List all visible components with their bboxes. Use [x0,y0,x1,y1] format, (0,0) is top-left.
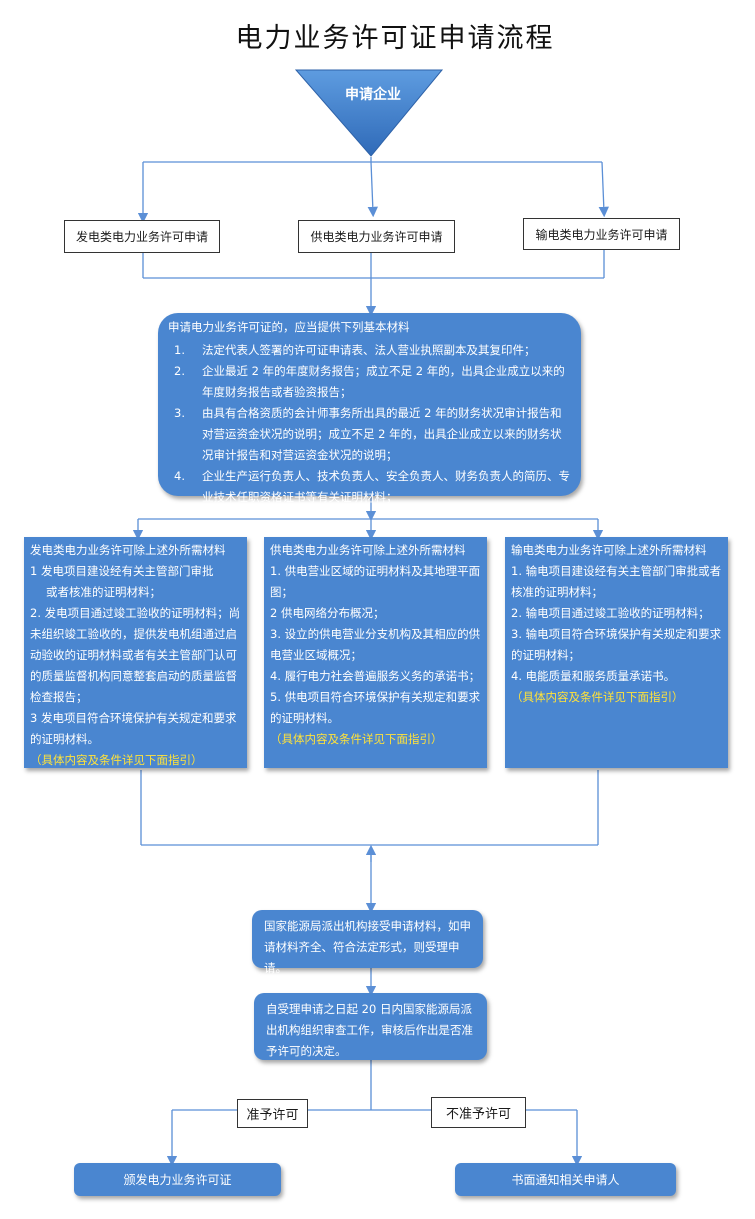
gen-extra-heading: 发电类电力业务许可除上述外所需材料 [30,543,226,557]
start-node-label: 申请企业 [345,87,401,103]
trans-extra-line: 4. 电能质量和服务质量承诺书。 [511,669,676,683]
accept-application-box: 国家能源局派出机构接受申请材料，如申请材料齐全、符合法定形式，则受理申请。 [252,910,483,975]
gen-category-box: 发电类电力业务许可申请 [64,220,220,253]
trans-category-box: 输电类电力业务许可申请 [523,218,680,250]
notify-applicant-box: 书面通知相关申请人 [455,1163,676,1196]
gen-extra-line: 3 发电项目符合环境保护有关规定和要求的证明材料。 [30,711,237,746]
basic-item: 3. 由具有合格资质的会计师事务所出具的最近 2 年的财务状况审计报告和对营运资… [168,403,571,466]
supply-extra-line: 3. 设立的供电营业分支机构及其相应的供电营业区域概况； [270,627,481,662]
basic-materials-heading: 申请电力业务许可证的，应当提供下列基本材料 [168,320,410,334]
supply-extra-line: 4. 履行电力社会普遍服务义务的承诺书； [270,669,481,683]
trans-extra-note: （具体内容及条件详见下面指引） [511,690,684,704]
basic-item-text: 由具有合格资质的会计师事务所出具的最近 2 年的财务状况审计报告和对营运资金状况… [202,406,562,462]
gen-extra-note: （具体内容及条件详见下面指引） [30,753,203,767]
gen-extra-line: 或者核准的证明材料； [46,585,161,599]
supply-extra-heading: 供电类电力业务许可除上述外所需材料 [270,543,466,557]
issue-license-box: 颁发电力业务许可证 [74,1163,281,1196]
basic-item-text: 企业最近 2 年的年度财务报告；成立不足 2 年的，出具企业成立以来的年度财务报… [202,364,565,399]
basic-materials-box: 申请电力业务许可证的，应当提供下列基本材料 1. 法定代表人签署的许可证申请表、… [158,313,581,504]
supply-extra-line: 1. 供电营业区域的证明材料及其地理平面图； [270,564,481,599]
reject-label: 不准予许可 [431,1097,526,1128]
gen-extra-materials-box: 发电类电力业务许可除上述外所需材料 1 发电项目建设经有关主管部门审批 或者核准… [24,537,247,768]
trans-extra-line: 2. 输电项目通过竣工验收的证明材料； [511,606,710,620]
basic-item-num: 1. [174,343,185,357]
supply-extra-line: 2 供电网络分布概况； [270,606,385,620]
trans-extra-line: 3. 输电项目符合环境保护有关规定和要求的证明材料； [511,627,722,662]
gen-extra-line: 2. 发电项目通过竣工验收的证明材料；尚未组织竣工验收的，提供发电机组通过启动验… [30,606,241,704]
gen-extra-line: 1 发电项目建设经有关主管部门审批 [30,564,214,578]
page-title: 电力业务许可证申请流程 [235,23,555,54]
basic-item: 1. 法定代表人签署的许可证申请表、法人营业执照副本及其复印件； [168,340,571,361]
supply-category-box: 供电类电力业务许可申请 [298,220,455,253]
accept-application-text: 国家能源局派出机构接受申请材料，如申请材料齐全、符合法定形式，则受理申请。 [264,919,471,975]
trans-extra-materials-box: 输电类电力业务许可除上述外所需材料 1. 输电项目建设经有关主管部门审批或者核准… [505,537,728,768]
basic-item-num: 2. [174,364,185,378]
basic-item-text: 企业生产运行负责人、技术负责人、安全负责人、财务负责人的简历、专业技术任职资格证… [202,469,570,504]
trans-extra-line: 1. 输电项目建设经有关主管部门审批或者核准的证明材料； [511,564,722,599]
approve-label: 准予许可 [237,1099,308,1128]
supply-extra-line: 5. 供电项目符合环境保护有关规定和要求的证明材料。 [270,690,481,725]
supply-extra-note: （具体内容及条件详见下面指引） [270,732,443,746]
basic-item-num: 4. [174,469,185,483]
basic-item-text: 法定代表人签署的许可证申请表、法人营业执照副本及其复印件； [202,343,536,357]
supply-extra-materials-box: 供电类电力业务许可除上述外所需材料 1. 供电营业区域的证明材料及其地理平面图；… [264,537,487,768]
trans-extra-heading: 输电类电力业务许可除上述外所需材料 [511,543,707,557]
basic-item: 2. 企业最近 2 年的年度财务报告；成立不足 2 年的，出具企业成立以来的年度… [168,361,571,403]
basic-item-num: 3. [174,406,185,420]
basic-item: 4. 企业生产运行负责人、技术负责人、安全负责人、财务负责人的简历、专业技术任职… [168,466,571,508]
review-decision-box: 自受理申请之日起 20 日内国家能源局派出机构组织审查工作，审核后作出是否准予许… [254,993,487,1060]
review-decision-text: 自受理申请之日起 20 日内国家能源局派出机构组织审查工作，审核后作出是否准予许… [266,1002,473,1058]
start-triangle-shape [294,69,444,157]
